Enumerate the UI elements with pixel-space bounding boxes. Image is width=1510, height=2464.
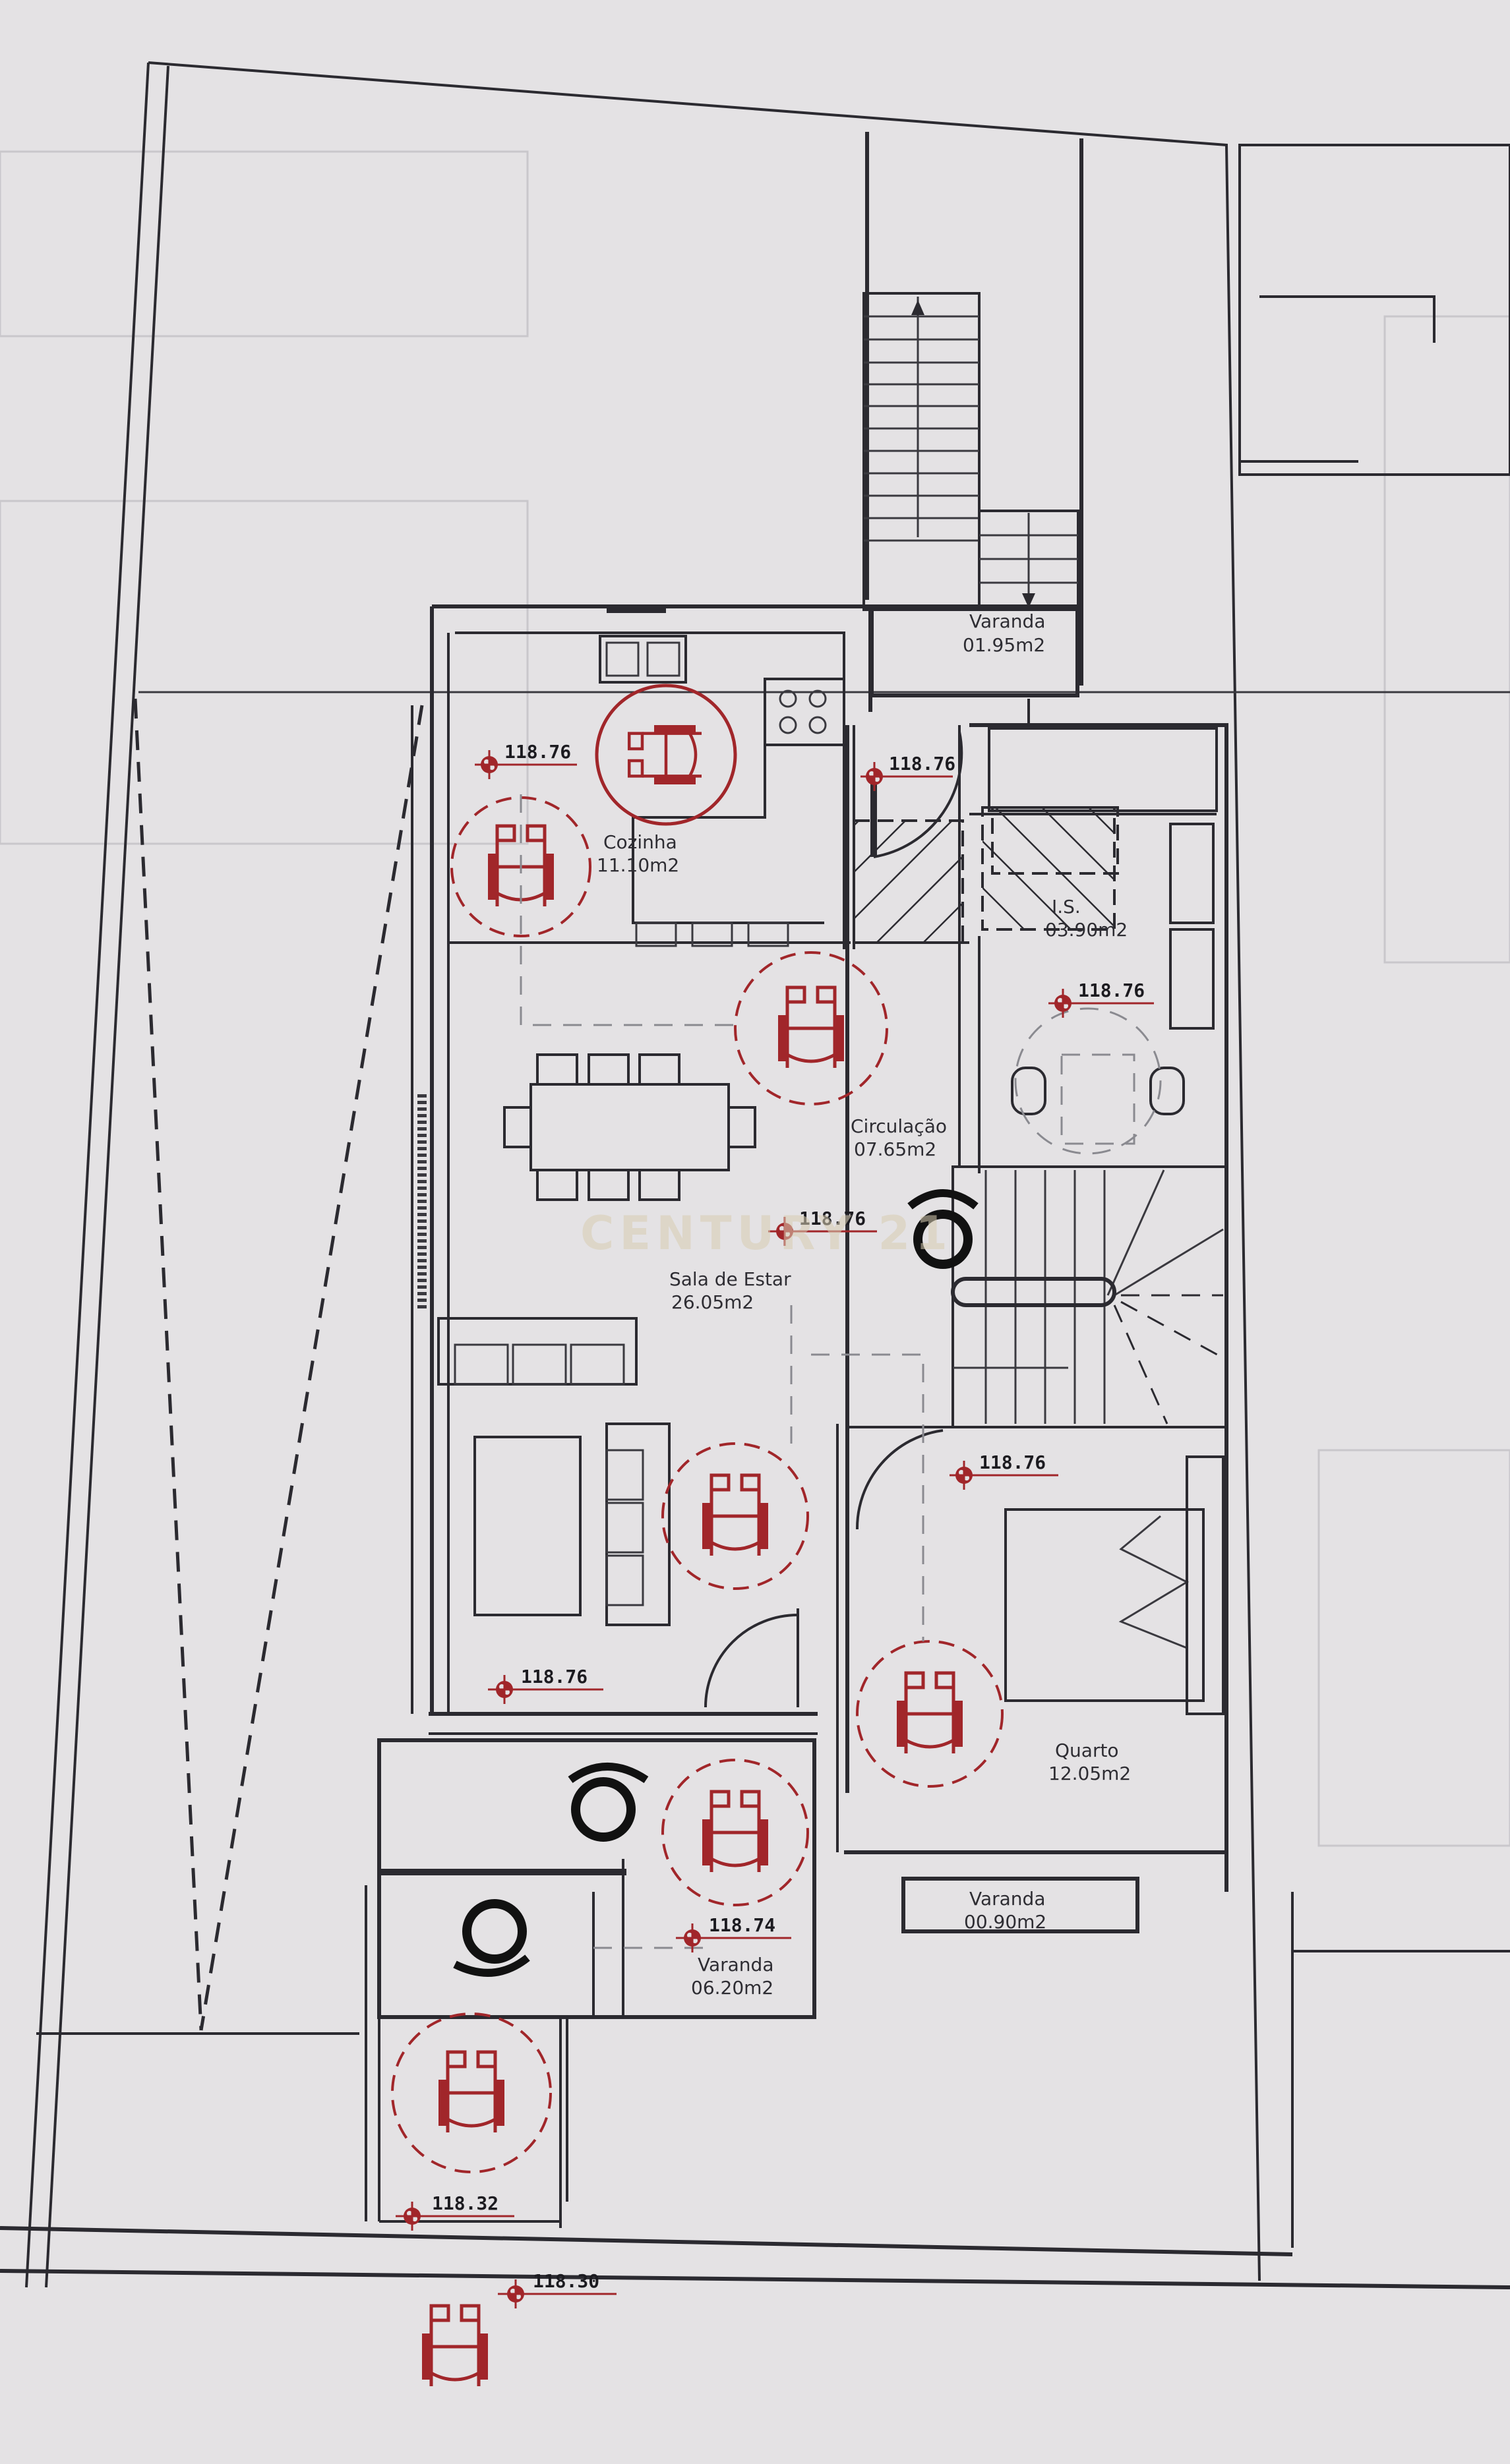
svg-text:Varanda: Varanda	[698, 1954, 774, 1976]
level-marker-icon	[768, 1216, 877, 1247]
garden-dashed-guides	[133, 698, 424, 2031]
level-marker-icon	[396, 2200, 514, 2232]
svg-text:118.76: 118.76	[799, 1208, 866, 1229]
stair-lift-icon	[453, 1189, 979, 1977]
kitchen-fixtures	[599, 635, 845, 947]
svg-text:03.90m2: 03.90m2	[1045, 919, 1128, 941]
wheelchair-icon	[391, 684, 1162, 2386]
svg-text:Circulação: Circulação	[851, 1115, 947, 1137]
svg-text:Sala de Estar: Sala de Estar	[669, 1268, 791, 1290]
bedroom-furniture	[1004, 1455, 1224, 1715]
svg-text:118.76: 118.76	[1078, 980, 1145, 1001]
svg-text:Quarto: Quarto	[1055, 1740, 1119, 1761]
level-markers: 118.76 118.76 118.76 118.76 118.76 118.7…	[396, 741, 1154, 2310]
svg-text:118.76: 118.76	[889, 753, 955, 775]
room-labels: Cozinha 11.10m2 I.S. 03.90m2 Circulação …	[597, 831, 1131, 1999]
svg-text:118.30: 118.30	[533, 2270, 599, 2292]
svg-text:06.20m2: 06.20m2	[691, 1977, 773, 1999]
svg-text:118.32: 118.32	[432, 2192, 498, 2214]
plot-boundary	[0, 61, 1510, 2289]
neighbour-building	[1238, 144, 1510, 2248]
svg-text:07.65m2: 07.65m2	[854, 1138, 936, 1160]
watermark: CENTURY 21	[580, 1206, 953, 1260]
dining-table	[503, 1053, 756, 1201]
svg-text:26.05m2: 26.05m2	[671, 1291, 754, 1313]
room-varanda-quarto	[901, 1877, 1139, 1933]
level-marker-icon	[475, 749, 577, 780]
svg-text:118.76: 118.76	[504, 741, 571, 763]
svg-text:I.S.: I.S.	[1052, 896, 1081, 918]
level-marker-icon	[1048, 987, 1154, 1019]
sofas	[437, 1317, 671, 1626]
level-marker-icon	[676, 1922, 791, 1954]
stairs-icon	[951, 1169, 1224, 1424]
room-area: 01.95m2	[963, 634, 1045, 656]
svg-text:00.90m2: 00.90m2	[964, 1911, 1046, 1933]
svg-text:Cozinha: Cozinha	[603, 831, 677, 853]
background-faint-lines	[0, 150, 1510, 1847]
svg-text:118.74: 118.74	[709, 1914, 775, 1936]
level-marker-icon	[950, 1459, 1058, 1491]
hatched-area	[981, 806, 1116, 931]
wc-fixtures	[1011, 823, 1215, 1145]
svg-text:11.10m2: 11.10m2	[597, 854, 679, 876]
svg-text:118.76: 118.76	[521, 1666, 588, 1687]
level-marker-icon	[861, 761, 953, 792]
svg-text:Varanda: Varanda	[969, 1888, 1046, 1910]
svg-text:118.76: 118.76	[979, 1452, 1046, 1473]
room-label: Varanda	[969, 610, 1046, 632]
hatched-area	[853, 819, 964, 944]
upper-stairs	[862, 132, 1083, 686]
level-marker-icon	[498, 2278, 617, 2310]
level-marker-icon	[488, 1674, 603, 1705]
svg-text:12.05m2: 12.05m2	[1048, 1763, 1131, 1784]
